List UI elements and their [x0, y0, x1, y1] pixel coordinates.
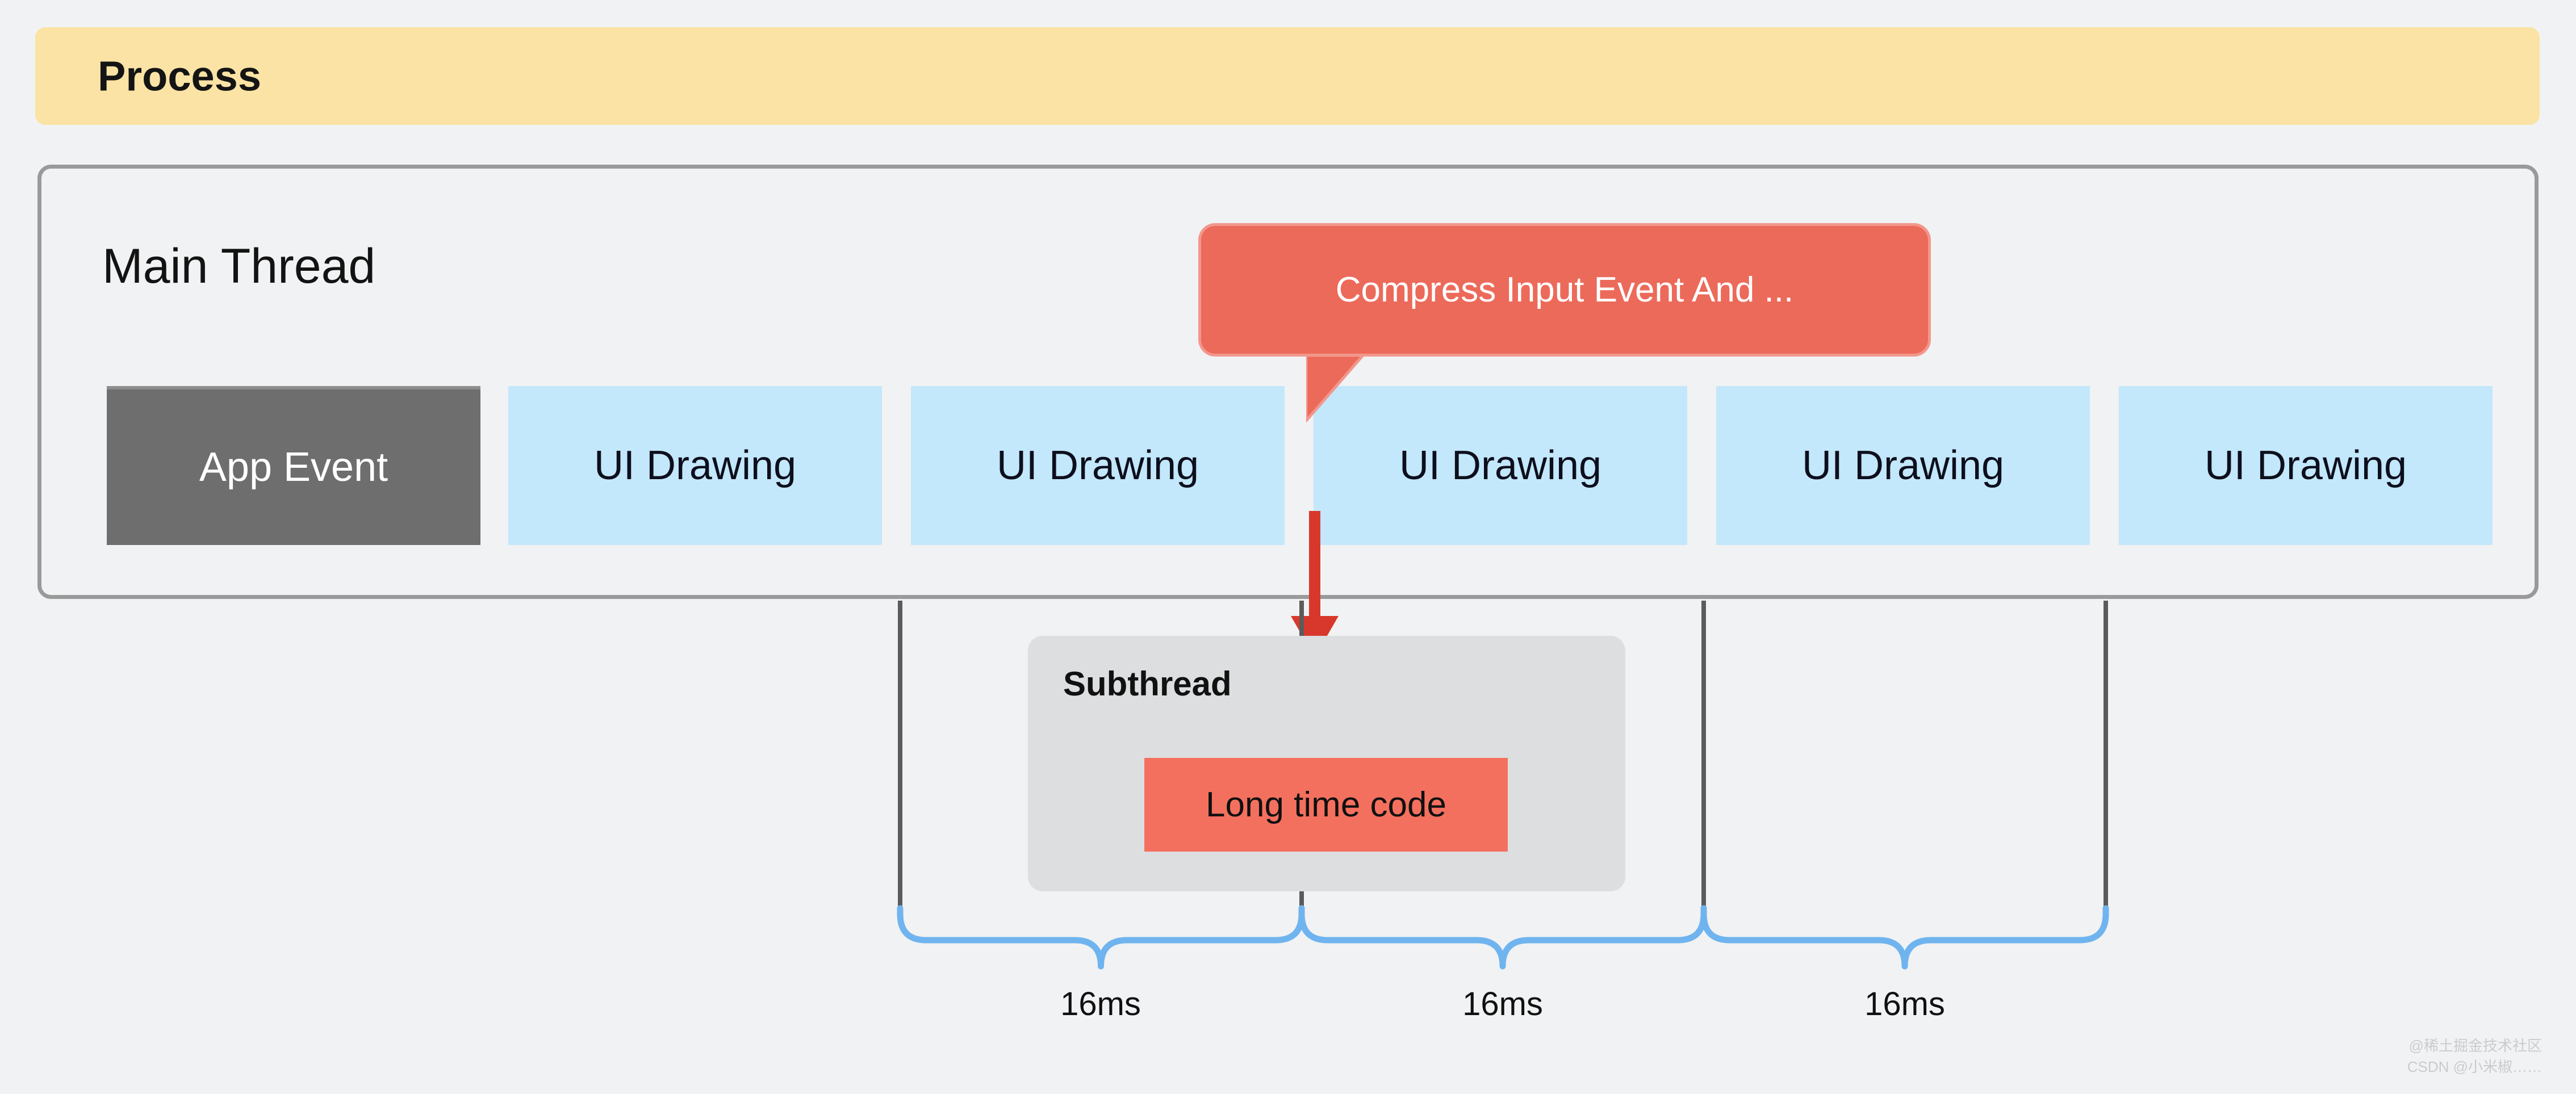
- interval-brace-1: [1298, 905, 1707, 970]
- timeline-block-ui-drawing-2[interactable]: UI Drawing: [911, 386, 1285, 545]
- timeline-tick-2: [1701, 601, 1706, 907]
- callout-text: Compress Input Event And ...: [1335, 270, 1794, 309]
- callout-bubble: Compress Input Event And ...: [1198, 223, 1931, 357]
- timeline-block-app-event-0[interactable]: App Event: [107, 386, 480, 545]
- subthread-container: Subthread Long time code: [1028, 636, 1625, 891]
- callout-tail-icon: [1306, 355, 1365, 423]
- long-time-code-label: Long time code: [1206, 785, 1446, 824]
- watermark-line-1: @稀土掘金技术社区: [2408, 1037, 2542, 1054]
- watermark: @稀土掘金技术社区 CSDN @小米椒……: [2407, 1036, 2542, 1078]
- interval-brace-group: [897, 905, 2109, 970]
- watermark-line-2: CSDN @小米椒……: [2407, 1058, 2542, 1076]
- subthread-title: Subthread: [1063, 665, 1232, 703]
- timeline-block-ui-drawing-3[interactable]: UI Drawing: [1314, 386, 1687, 545]
- interval-duration-label-1: 16ms: [1462, 986, 1543, 1022]
- timeline-block-label: UI Drawing: [1399, 443, 1602, 488]
- timeline-block-label: UI Drawing: [2204, 443, 2407, 488]
- timeline-tick-0: [898, 601, 902, 907]
- long-time-code-block: Long time code: [1144, 758, 1508, 852]
- process-banner: Process: [35, 27, 2540, 125]
- interval-brace-2: [1700, 905, 2109, 970]
- timeline-block-label: UI Drawing: [996, 443, 1199, 488]
- timeline-block-label: UI Drawing: [1801, 443, 2005, 488]
- interval-duration-label-2: 16ms: [1864, 986, 1945, 1022]
- timeline-block-label: UI Drawing: [593, 443, 797, 488]
- process-title: Process: [98, 52, 261, 100]
- main-thread-timeline-blocks: App Event UI Drawing UI Drawing UI Drawing U…: [0, 386, 2576, 545]
- main-thread-title: Main Thread: [102, 239, 376, 294]
- interval-brace-0: [897, 905, 1305, 970]
- timeline-block-ui-drawing-4[interactable]: UI Drawing: [1716, 386, 2090, 545]
- interval-duration-label-0: 16ms: [1060, 986, 1141, 1022]
- timeline-tick-3: [2104, 601, 2108, 907]
- timeline-block-label: App Event: [199, 445, 388, 490]
- timeline-block-ui-drawing-5[interactable]: UI Drawing: [2119, 386, 2493, 545]
- timeline-block-ui-drawing-1[interactable]: UI Drawing: [508, 386, 882, 545]
